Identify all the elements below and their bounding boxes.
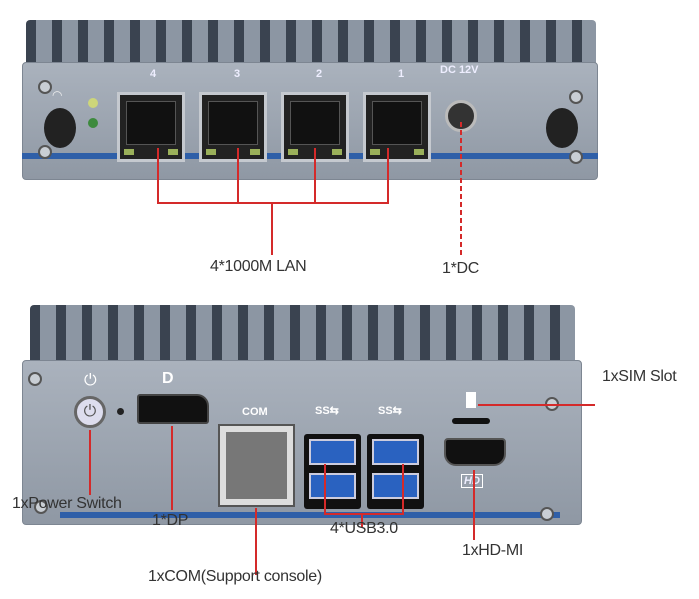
label-lan: 4*1000M LAN [210, 258, 307, 275]
label-dc: 1*DC [442, 260, 480, 277]
screw-icon [38, 145, 52, 159]
status-led [117, 408, 124, 415]
power-symbol-icon: ⏻ [84, 372, 97, 389]
label-sim: 1xSIM Slot [602, 368, 677, 385]
usb-port-stack [304, 434, 361, 509]
sim-slot [452, 418, 490, 424]
lan-port-4 [117, 92, 185, 162]
hdmi-port [444, 438, 506, 466]
label-power: 1xPower Switch [12, 495, 122, 512]
label-dp: 1*DP [152, 512, 189, 529]
port-number: 3 [234, 68, 241, 80]
screw-icon [569, 150, 583, 164]
label-com: 1xCOM(Support console) [148, 568, 322, 585]
lan-port-3 [199, 92, 267, 162]
heatsink-fins-bottom [30, 305, 575, 365]
screw-icon [569, 90, 583, 104]
com-port [218, 424, 295, 507]
label-hdmi: 1xHD-MI [462, 542, 524, 559]
screw-icon [34, 500, 48, 514]
displayport-logo-icon: D [162, 370, 174, 387]
usb-port-stack [367, 434, 424, 509]
dc-marking: DC 12V [440, 64, 479, 76]
port-number: 1 [398, 68, 405, 80]
port-number: 4 [150, 68, 157, 80]
hdd-led [88, 98, 98, 108]
lan-port-1 [363, 92, 431, 162]
screw-icon [28, 372, 42, 386]
usb-marking: SS⇆ [378, 405, 402, 417]
displayport [137, 394, 209, 424]
power-led [88, 118, 98, 128]
sim-slot-icon [466, 392, 476, 408]
power-button: ⏻ [74, 396, 106, 428]
wifi-icon: ◠ [52, 88, 63, 102]
antenna-hole [44, 108, 76, 148]
antenna-hole [546, 108, 578, 148]
usb-marking: SS⇆ [315, 405, 339, 417]
heatsink-fins-top [26, 20, 596, 68]
com-marking: COM [242, 406, 268, 418]
label-usb: 4*USB3.0 [330, 520, 398, 537]
hd-marking: HD [461, 474, 483, 488]
lan-port-2 [281, 92, 349, 162]
lan-callout-line [157, 148, 389, 255]
screw-icon [540, 507, 554, 521]
accent-stripe [60, 512, 560, 518]
port-number: 2 [316, 68, 323, 80]
usb-callout-line [324, 464, 404, 527]
screw-icon [38, 80, 52, 94]
